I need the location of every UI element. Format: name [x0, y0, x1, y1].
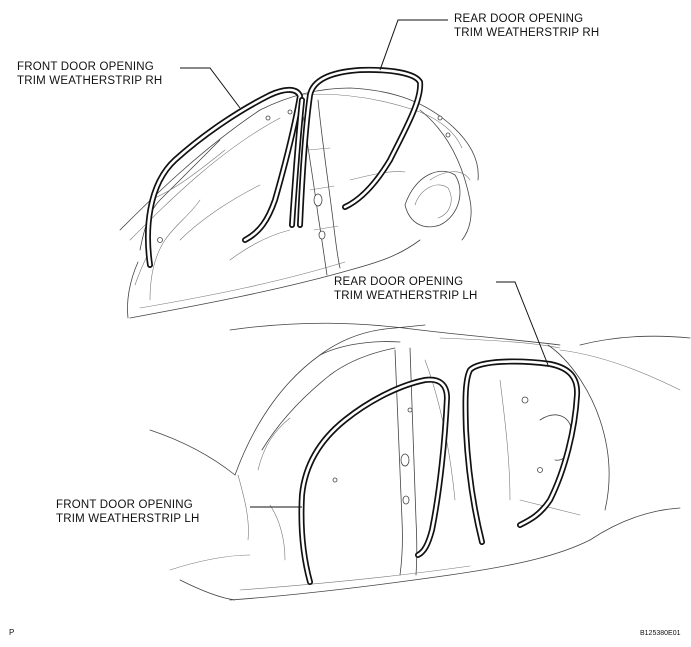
label-front-door-rh: FRONT DOOR OPENING TRIM WEATHERSTRIP RH: [17, 60, 162, 88]
leader-rear-door-lh: [496, 281, 549, 366]
leader-front-door-rh: [180, 67, 241, 109]
label-front-door-lh-line2: TRIM WEATHERSTRIP LH: [56, 513, 200, 525]
leader-lines: [180, 19, 549, 508]
rh-body-side-illustration: [119, 66, 479, 319]
label-rear-door-rh: REAR DOOR OPENING TRIM WEATHERSTRIP RH: [454, 12, 599, 40]
label-front-door-lh: FRONT DOOR OPENING TRIM WEATHERSTRIP LH: [56, 498, 200, 526]
label-rear-door-lh-line1: REAR DOOR OPENING: [334, 276, 464, 288]
footer-left-mark: P: [9, 628, 15, 637]
lh-body-side-illustration: [149, 322, 691, 601]
label-front-door-lh-line1: FRONT DOOR OPENING: [56, 499, 193, 511]
label-rear-door-rh-line1: REAR DOOR OPENING: [454, 13, 584, 25]
figure-code: B125380E01: [640, 630, 681, 637]
label-front-door-rh-line2: TRIM WEATHERSTRIP RH: [17, 75, 163, 87]
label-rear-door-lh-line2: TRIM WEATHERSTRIP LH: [334, 290, 478, 302]
label-rear-door-rh-line2: TRIM WEATHERSTRIP RH: [454, 27, 600, 39]
label-front-door-rh-line1: FRONT DOOR OPENING: [17, 61, 154, 73]
label-rear-door-lh: REAR DOOR OPENING TRIM WEATHERSTRIP LH: [334, 275, 478, 303]
leader-rear-door-rh: [379, 19, 448, 71]
